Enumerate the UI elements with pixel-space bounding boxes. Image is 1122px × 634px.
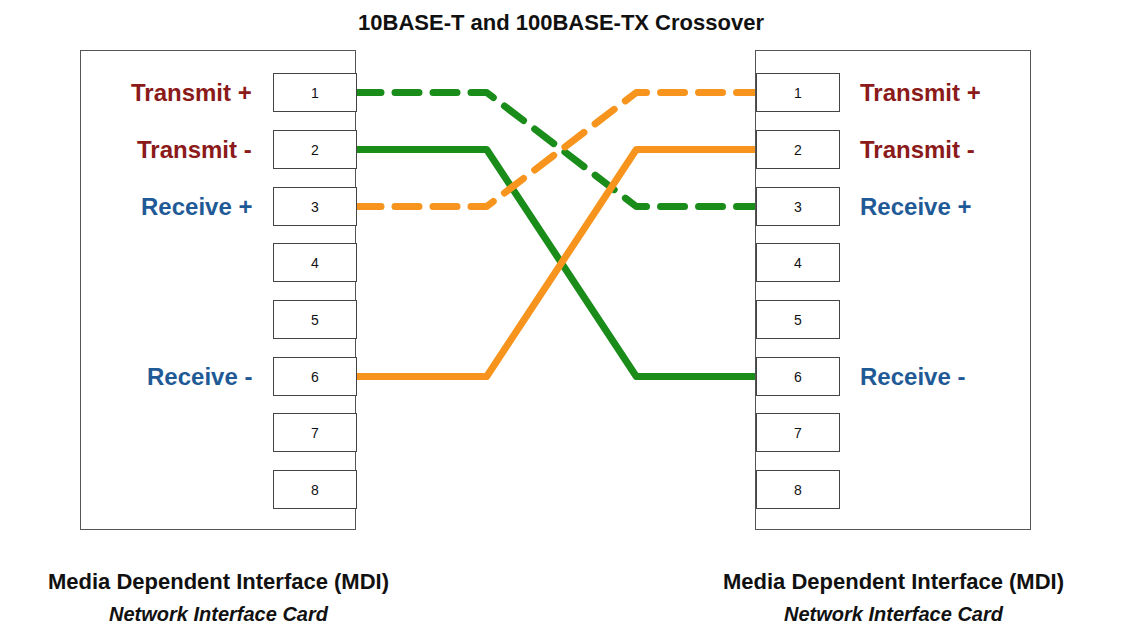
- interface-caption: Media Dependent Interface (MDI): [636, 569, 1122, 595]
- pin-number: 7: [794, 425, 802, 441]
- pin-number: 8: [794, 482, 802, 498]
- pin-box: 4: [756, 243, 840, 282]
- pin-box: 3: [273, 187, 357, 226]
- pin-box: 1: [756, 73, 840, 112]
- pin-box: 6: [273, 357, 357, 396]
- crossover-wire: [357, 150, 756, 377]
- signal-label: Transmit +: [131, 79, 252, 107]
- pin-number: 3: [311, 199, 319, 215]
- pin-box: 3: [756, 187, 840, 226]
- pin-number: 4: [794, 255, 802, 271]
- interface-caption: Media Dependent Interface (MDI): [0, 569, 476, 595]
- signal-label: Transmit -: [137, 136, 252, 164]
- pin-number: 2: [311, 142, 319, 158]
- pin-box: 2: [756, 130, 840, 169]
- signal-label: Receive +: [860, 193, 971, 221]
- diagram-title: 10BASE-T and 100BASE-TX Crossover: [0, 10, 1122, 36]
- pin-box: 8: [273, 470, 357, 509]
- pin-box: 7: [273, 413, 357, 452]
- pin-number: 6: [794, 369, 802, 385]
- signal-label: Receive -: [147, 363, 252, 391]
- nic-interface-box: Media Dependent Interface (MDI)Network I…: [755, 50, 1031, 530]
- signal-label: Transmit +: [860, 79, 981, 107]
- pin-number: 4: [311, 255, 319, 271]
- pin-box: 2: [273, 130, 357, 169]
- pin-number: 6: [311, 369, 319, 385]
- pin-number: 1: [794, 85, 802, 101]
- pin-box: 5: [273, 300, 357, 339]
- card-caption: Network Interface Card: [636, 603, 1122, 626]
- signal-label: Receive +: [141, 193, 252, 221]
- pin-box: 7: [756, 413, 840, 452]
- signal-label: Transmit -: [860, 136, 975, 164]
- pin-number: 1: [311, 85, 319, 101]
- pin-box: 5: [756, 300, 840, 339]
- pin-number: 2: [794, 142, 802, 158]
- signal-label: Receive -: [860, 363, 965, 391]
- pin-box: 4: [273, 243, 357, 282]
- pin-number: 8: [311, 482, 319, 498]
- pin-box: 8: [756, 470, 840, 509]
- pin-number: 3: [794, 199, 802, 215]
- pin-box: 1: [273, 73, 357, 112]
- crossover-wire: [357, 150, 756, 377]
- nic-interface-box: Media Dependent Interface (MDI)Network I…: [80, 50, 356, 530]
- pin-number: 7: [311, 425, 319, 441]
- pin-box: 6: [756, 357, 840, 396]
- card-caption: Network Interface Card: [0, 603, 476, 626]
- pin-number: 5: [794, 312, 802, 328]
- pin-number: 5: [311, 312, 319, 328]
